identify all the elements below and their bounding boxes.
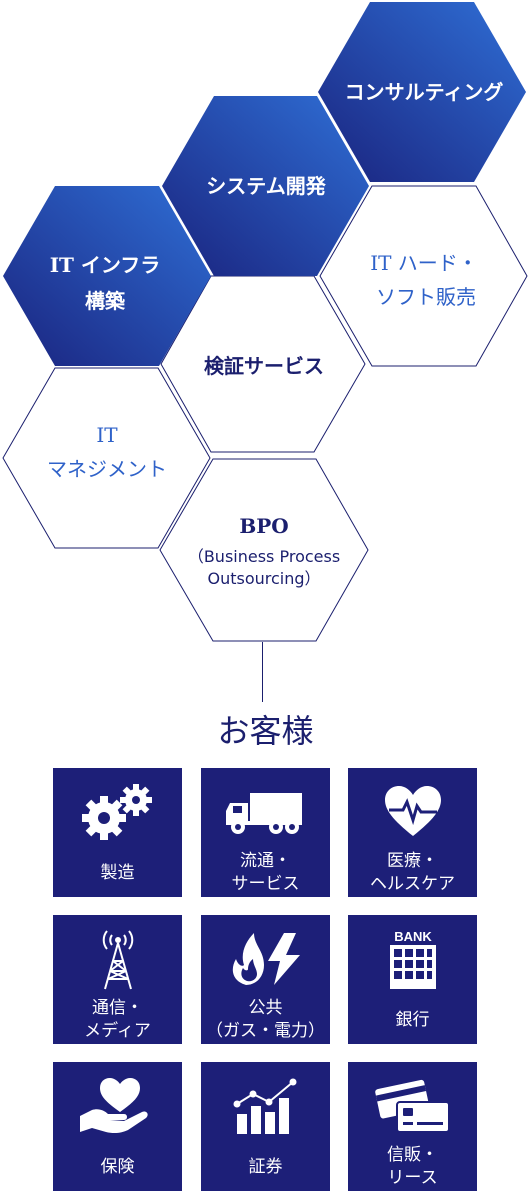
stock-chart-icon [201,1074,330,1138]
hex-it-infra [3,186,211,366]
gears-icon [53,780,182,844]
antenna-tower-icon [53,927,182,991]
hex-bpo-sub-1: （Business Process [188,547,340,566]
tile-securities: 証券 [201,1062,330,1191]
tile-distribution: 流通・ サービス [201,768,330,897]
hex-it-hard-soft [319,185,528,367]
tile-insurance: 保険 [53,1062,182,1191]
hex-it-hard-label-2: ソフト販売 [376,285,476,309]
tile-telecom-label: 通信・ メディア [84,998,151,1041]
tile-bank: BANK 銀行 [348,915,477,1044]
customers-title: お客様 [217,712,314,750]
bank-building-icon: BANK [348,927,477,991]
hex-it-infra-label-1: IT インフラ [50,253,161,277]
connector-line [262,642,263,702]
tile-insurance-label: 保険 [100,1157,135,1177]
tile-healthcare-label: 医療・ ヘルスケア [370,851,455,894]
tile-distribution-label: 流通・ サービス [231,851,300,894]
hex-bpo-sub-2: Outsourcing） [207,569,320,588]
credit-card-icon [348,1074,477,1138]
tile-public-label: 公共 （ガス・電力） [206,998,325,1041]
flame-bolt-icon [201,927,330,991]
hex-it-mgmt-label-2: マネジメント [47,457,167,481]
heart-pulse-icon [348,780,477,844]
hand-heart-icon [53,1074,182,1138]
service-hexagon-diagram: コンサルティング システム開発 IT インフラ 構築 IT ハード・ ソフト販売… [2,2,528,642]
tile-credit-lease: 信販・ リース [348,1062,477,1191]
tile-credit-lease-label: 信販・ リース [387,1145,438,1188]
hex-consulting-label: コンサルティング [345,80,504,104]
tile-manufacturing-label: 製造 [100,863,135,883]
hex-system-dev [162,96,369,276]
tile-public: 公共 （ガス・電力） [201,915,330,1044]
tile-securities-label: 証券 [248,1157,283,1177]
hex-system-dev-label: システム開発 [206,174,326,198]
truck-icon [201,780,330,844]
hex-bpo [159,458,369,642]
hex-it-mgmt-label-1: IT [96,423,118,447]
hex-consulting [318,2,526,182]
hex-it-infra-label-2: 構築 [85,289,126,313]
tile-telecom: 通信・ メディア [53,915,182,1044]
tile-bank-label: 銀行 [395,1010,430,1030]
bank-badge: BANK [394,929,432,944]
hex-it-management [2,367,211,549]
hex-it-hard-label-1: IT ハード・ [370,251,478,275]
tile-healthcare: 医療・ ヘルスケア [348,768,477,897]
hex-verification-label: 検証サービス [204,354,324,378]
tile-manufacturing: 製造 [53,768,182,897]
hex-bpo-label: BPO [239,514,288,538]
